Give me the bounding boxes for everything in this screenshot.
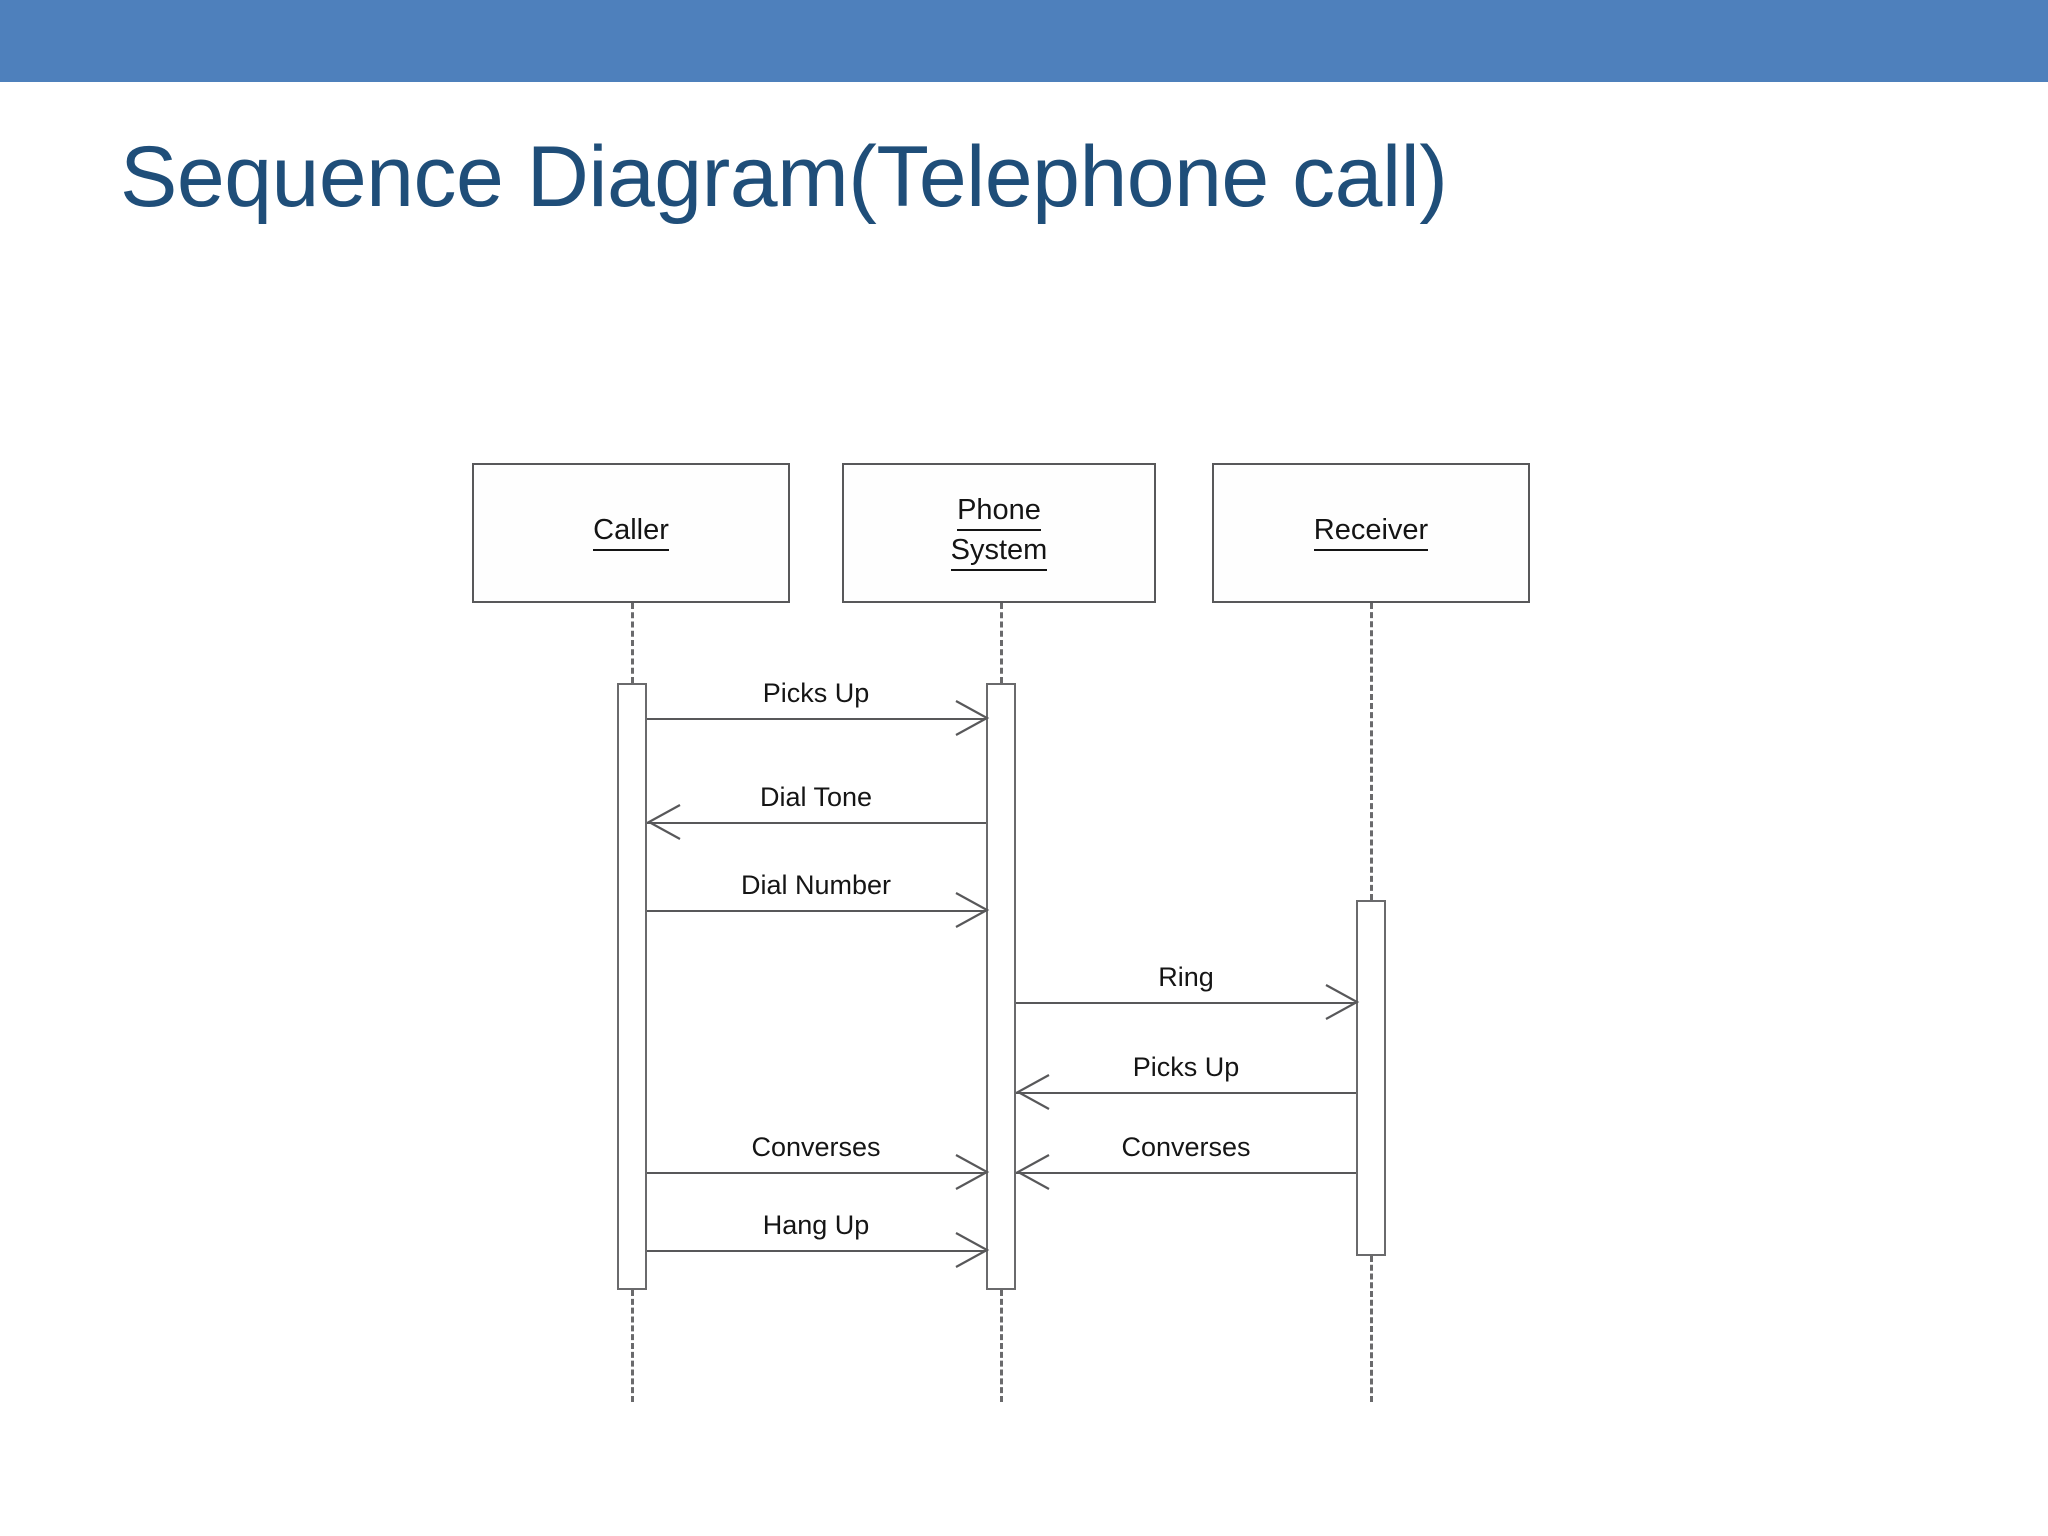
participant-label-line: Phone xyxy=(957,493,1041,531)
activation-bar-receiver[interactable] xyxy=(1356,900,1386,1256)
lifeline-caller-upper xyxy=(631,603,634,683)
message-line-converses-left xyxy=(647,1172,986,1174)
message-line-converses-right xyxy=(1016,1172,1356,1174)
message-label-converses-left: Converses xyxy=(751,1132,881,1162)
message-line-picks-up-2 xyxy=(1016,1092,1356,1094)
message-label-converses-right: Converses xyxy=(1121,1132,1251,1162)
message-label-dial-number: Dial Number xyxy=(740,870,892,900)
message-line-ring xyxy=(1016,1002,1356,1004)
message-line-picks-up-1 xyxy=(647,718,986,720)
slide-header-bar xyxy=(0,0,2048,82)
message-label-dial-tone: Dial Tone xyxy=(759,782,873,812)
message-label-hang-up: Hang Up xyxy=(762,1210,870,1240)
participant-box-caller[interactable]: Caller xyxy=(472,463,790,603)
message-label-picks-up-2: Picks Up xyxy=(1132,1052,1240,1082)
lifeline-phone-system-lower xyxy=(1000,1290,1003,1402)
lifeline-receiver-lower xyxy=(1370,1256,1373,1402)
lifeline-caller-lower xyxy=(631,1290,634,1402)
participant-label-phone-system: Phone System xyxy=(950,493,1048,573)
participant-box-phone-system[interactable]: Phone System xyxy=(842,463,1156,603)
message-line-dial-number xyxy=(647,910,986,912)
participant-label-receiver: Receiver xyxy=(1313,513,1429,553)
participant-box-receiver[interactable]: Receiver xyxy=(1212,463,1530,603)
message-line-hang-up xyxy=(647,1250,986,1252)
message-line-dial-tone xyxy=(647,822,986,824)
page-title: Sequence Diagram(Telephone call) xyxy=(120,129,1448,225)
message-label-picks-up-1: Picks Up xyxy=(762,678,870,708)
participant-label-line: Receiver xyxy=(1313,513,1429,551)
participant-label-line: Caller xyxy=(593,513,669,551)
activation-bar-phone-system[interactable] xyxy=(986,683,1016,1290)
lifeline-receiver-upper xyxy=(1370,603,1373,900)
lifeline-phone-system-upper xyxy=(1000,603,1003,683)
participant-label-line: System xyxy=(950,533,1048,571)
message-label-ring: Ring xyxy=(1158,962,1214,992)
participant-label-caller: Caller xyxy=(593,513,669,553)
activation-bar-caller[interactable] xyxy=(617,683,647,1290)
